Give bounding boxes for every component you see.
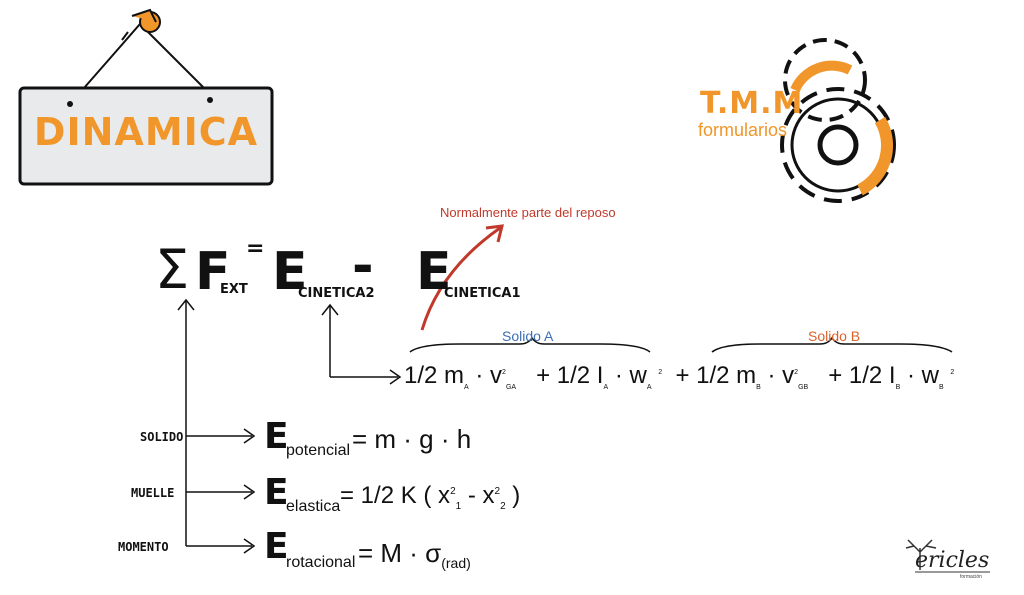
energy-potencial-symbol: E	[264, 416, 289, 457]
elastica-part-b: - x	[461, 482, 495, 509]
sub-wA: A	[646, 383, 652, 391]
sup-vGA: 2	[502, 369, 506, 376]
tmm-subtitle: formularios	[698, 120, 788, 140]
brace-solido-a	[409, 336, 651, 353]
sigma-up-arrow	[177, 298, 256, 554]
brand-name: ericles	[915, 548, 990, 573]
brand-tagline: formación	[960, 574, 982, 580]
annotation-text: Normalmente parte del reposo	[440, 205, 616, 220]
equals-sign: =	[246, 236, 265, 261]
dot-1: ·	[475, 362, 484, 389]
energy-elastica-sub: elastica	[286, 498, 341, 515]
sub-vGA: GA	[505, 383, 517, 391]
solido-b-label: Solido B	[808, 328, 861, 344]
sign-title: DINAMICA	[33, 110, 259, 154]
term-vGA: v	[490, 362, 503, 389]
x1-sub: 1	[455, 500, 462, 512]
energy-rotacional-sub: rotacional	[286, 554, 356, 571]
elastica-part-a: = 1/2 K ( x	[340, 482, 451, 509]
force-subscript: EXT	[220, 282, 248, 297]
label-solido: SOLIDO	[140, 430, 184, 444]
energy-rotacional-rhs: = M · σ(rad)	[358, 538, 471, 571]
energy-potencial-sub: potencial	[286, 442, 351, 459]
label-muelle: MUELLE	[131, 486, 175, 500]
sub-IA: A	[603, 383, 609, 391]
force-symbol: F	[195, 242, 231, 302]
energy-rotacional-symbol: E	[264, 526, 289, 567]
term-IB: + 1/2 I	[828, 362, 896, 389]
sub-mB: B	[756, 383, 761, 391]
sigma-symbol: Σ	[155, 238, 190, 301]
energy-potencial-rhs: = m · g · h	[352, 424, 472, 454]
x2-sub: 2	[500, 500, 506, 512]
energy-symbol-1: E	[416, 242, 452, 302]
kinetic-expansion: 1/2 mA · v2GA + 1/2 IA · wA 2 + 1/2 mB ·…	[404, 362, 954, 391]
tmm-title: T.M.M	[700, 86, 804, 121]
gear-icon	[780, 38, 896, 203]
dot-3: ·	[767, 362, 776, 389]
sub-IB: B	[895, 383, 901, 391]
rotacional-sub: (rad)	[441, 555, 471, 572]
dot-4: ·	[906, 362, 915, 389]
term-mB: + 1/2 m	[675, 362, 757, 389]
sup-wA: 2	[658, 369, 663, 376]
term-mA: 1/2 m	[404, 362, 465, 389]
tree-logo-icon	[905, 539, 937, 570]
sup-wB: 2	[950, 369, 955, 376]
brace-solido-b	[711, 336, 953, 353]
red-arrow-icon	[420, 224, 504, 331]
elastica-part-c: )	[505, 482, 521, 509]
energy-subscript-1: CINETICA1	[444, 286, 521, 301]
rotacional-main: = M · σ	[358, 538, 442, 568]
energy-elastica-rhs: = 1/2 K ( x21 - x22 )	[340, 482, 520, 512]
term-wB: w	[921, 362, 939, 389]
energy-symbol-2: E	[272, 242, 308, 302]
sub-mA: A	[464, 383, 469, 391]
energy-subscript-2: CINETICA2	[298, 286, 375, 301]
sup-vGB: 2	[794, 369, 799, 376]
cinetica2-arrow	[321, 303, 402, 385]
x2-sup: 2	[494, 486, 501, 497]
term-wA: w	[629, 362, 647, 389]
term-vGB: v	[782, 362, 795, 389]
x1-sup: 2	[450, 486, 456, 497]
label-momento: MOMENTO	[118, 540, 169, 554]
sub-vGB: GB	[798, 383, 809, 391]
minus-sign: -	[352, 236, 374, 296]
energy-elastica-symbol: E	[264, 472, 289, 513]
sub-wB: B	[938, 383, 944, 391]
term-IA: + 1/2 I	[536, 362, 604, 389]
dot-2: ·	[614, 362, 623, 389]
solido-a-label: Solido A	[502, 328, 554, 344]
sign-graphic	[18, 8, 274, 186]
